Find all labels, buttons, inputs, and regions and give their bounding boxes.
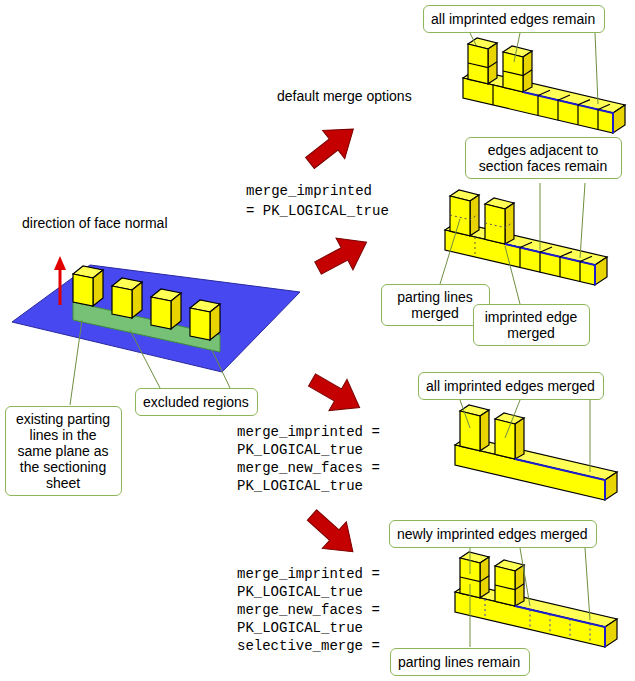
leader-line [130,330,160,388]
result-part [455,552,617,647]
callout-box: parting lines remain [390,648,530,676]
callout-box: existing parting lines in the same plane… [5,406,122,496]
callout-text: imprinted edge merged [481,309,581,341]
leader-line [460,400,470,428]
callout-text: all imprinted edges remain [431,11,595,27]
leader-line [505,400,520,438]
imprinted-edges [520,242,592,281]
leader-lines [70,33,598,647]
sectioning-sheet [12,265,300,372]
option-code: merge_new_faces = [237,460,380,477]
part-shape [463,38,625,133]
result-part [455,405,617,500]
leader-line [212,350,230,388]
leader-line [595,33,598,104]
callout-box: all imprinted edges remain [423,5,605,33]
callout-text: edges adjacent to section faces remain [473,142,613,174]
merged-edges [485,599,590,644]
result-arrow [310,226,375,284]
option-code: merge_imprinted = [237,424,380,441]
callout-box: excluded regions [135,388,258,416]
option-code: merge_new_faces = [237,602,380,619]
callout-box: imprinted edge merged [473,304,590,346]
leader-line [470,33,476,45]
leader-line [470,548,471,574]
body-block [190,300,220,340]
part-shape [455,552,617,647]
option-code: PK_LOGICAL_true [237,478,363,495]
option-code: merge_imprinted [246,183,372,200]
option-code: PK_LOGICAL_true [237,584,363,601]
callout-text: all imprinted edges merged [426,378,595,394]
sectioning-sheet-figure [12,256,300,372]
imprinted-edges [468,62,610,130]
callout-text: parting lines remain [398,654,520,670]
leader-line [70,320,82,405]
part-shape [455,405,617,500]
result-arrow [300,502,365,566]
leader-line [540,183,541,250]
callout-text: parting lines merged [389,289,481,321]
leader-line [590,400,591,472]
normal-arrow [59,268,62,305]
caption-label: direction of face normal [22,215,168,232]
option-code: merge_imprinted = [237,566,380,583]
body-block [151,289,181,329]
option-code: PK_LOGICAL_true [237,442,363,459]
leader-line [470,584,471,647]
callout-text: newly imprinted edges merged [397,526,588,542]
option-code: selective_merge = [237,638,380,655]
leader-line [514,33,520,62]
leader-line [520,548,530,606]
callout-box: all imprinted edges merged [418,372,604,400]
result-arrow [299,115,365,177]
callout-text: existing parting lines in the same plane… [13,411,113,491]
body-block [112,278,142,318]
callout-box: edges adjacent to section faces remain [465,137,622,179]
result-part [463,38,625,133]
result-arrow [303,364,369,423]
leader-line [440,219,460,284]
normal-arrowhead [54,256,66,270]
option-code: = PK_LOGICAL_true [246,203,389,220]
option-code: PK_LOGICAL_true [237,620,363,637]
leader-line [505,246,520,304]
caption-label: default merge options [277,88,412,105]
callout-box: newly imprinted edges merged [389,520,597,548]
part-shape [445,190,607,285]
leader-line [585,548,590,620]
leader-line [580,183,585,258]
result-part [445,190,607,285]
body-block [73,266,103,306]
callout-text: excluded regions [143,394,249,410]
